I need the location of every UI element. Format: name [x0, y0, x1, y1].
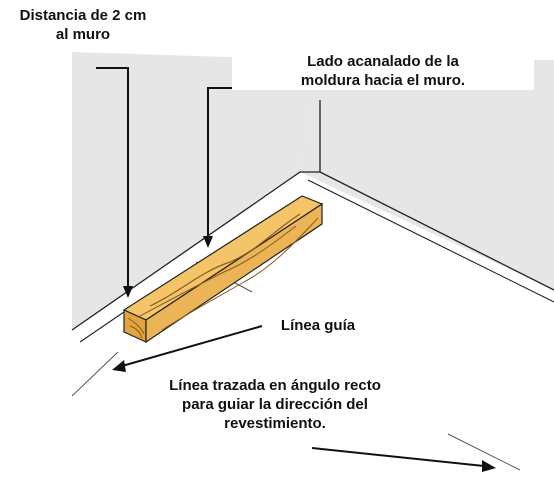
arrow-guide: [121, 325, 263, 367]
floor: [72, 172, 554, 490]
grooved-side-label-line1: Lado acanalado de la: [307, 53, 459, 70]
distance-label-line1: Distancia de 2 cm: [19, 7, 147, 24]
baseboard-right-edge-2: [307, 179, 554, 303]
wood-molding: [122, 195, 324, 344]
traced-line: [71, 351, 119, 397]
traced-line-2: [447, 433, 521, 471]
left-wall: [72, 52, 320, 330]
wood-grain-1: [149, 213, 301, 307]
wood-grain-3: [161, 217, 319, 331]
arrow-distance-head: [123, 286, 133, 298]
arrow-grooved: [207, 87, 232, 238]
traced-line-label: Línea trazada en ángulo recto para guiar…: [130, 376, 420, 433]
grooved-side-label: Lado acanalado de la moldura hacia el mu…: [232, 52, 534, 90]
wood-grain-2: [139, 225, 297, 317]
arrow-traced: [311, 447, 485, 467]
molding-side: [145, 202, 323, 344]
arrow-guide-head: [112, 360, 126, 372]
baseboard-right-edge: [319, 171, 554, 291]
arrow-distance: [96, 67, 129, 288]
guide-line-label: Línea guía: [268, 316, 368, 335]
right-wall: [300, 60, 554, 290]
traced-line-label-line3: revestimiento.: [224, 415, 326, 432]
distance-label-line2: al muro: [55, 26, 111, 43]
baseboard-left-edge-2: [79, 311, 125, 343]
grooved-side-label-line2: moldura hacia el muro.: [300, 72, 466, 89]
arrow-grooved-head: [203, 236, 213, 248]
wood-endgrain: [127, 317, 145, 339]
traced-line-label-line2: para guiar la dirección del: [182, 396, 368, 413]
guide-line-label-line1: Línea guía: [280, 317, 356, 334]
arrow-traced-head: [482, 460, 496, 472]
baseboard-left-edge: [71, 171, 320, 331]
traced-line-label-line1: Línea trazada en ángulo recto: [169, 377, 381, 394]
distance-label: Distancia de 2 cm al muro: [0, 6, 166, 44]
